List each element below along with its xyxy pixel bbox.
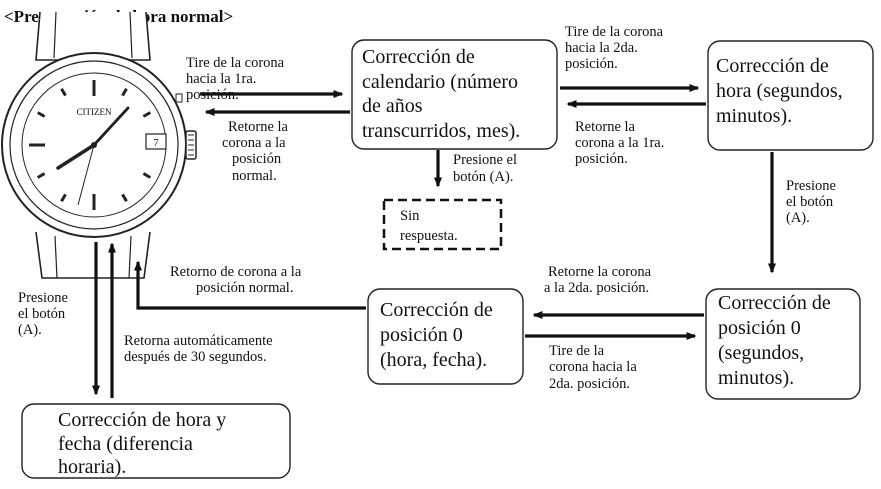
svg-text:de años: de años bbox=[362, 95, 423, 117]
svg-text:calendario (número: calendario (número bbox=[362, 71, 518, 93]
svg-text:Retorne la: Retorne la bbox=[228, 119, 289, 135]
svg-text:hora (segundos,: hora (segundos, bbox=[716, 80, 843, 102]
svg-text:normal.: normal. bbox=[232, 168, 277, 184]
watch-illustration: CITIZEN 7 bbox=[1, 11, 197, 279]
label-press-calendar: Presione el botón (A). bbox=[453, 152, 517, 185]
svg-text:Retorne la: Retorne la bbox=[575, 119, 636, 135]
svg-text:a la 2da. posición.: a la 2da. posición. bbox=[544, 280, 649, 296]
svg-text:Presione el: Presione el bbox=[453, 152, 517, 168]
svg-text:posición 0: posición 0 bbox=[718, 317, 801, 339]
label-pull-first: Tire de la corona hacia la 1ra. posición… bbox=[186, 55, 285, 103]
svg-text:fecha (diferencia: fecha (diferencia bbox=[58, 433, 193, 455]
box-zero-position-seconds: Corrección de posición 0 (segundos, minu… bbox=[705, 288, 861, 400]
label-press-time: Presione el botón (A). bbox=[786, 178, 836, 226]
svg-text:minutos).: minutos). bbox=[718, 367, 794, 389]
label-return-second: Retorne la corona a la 2da. posición. bbox=[544, 264, 652, 296]
svg-text:Sin: Sin bbox=[400, 208, 420, 224]
svg-text:posición.: posición. bbox=[186, 87, 239, 103]
svg-text:hacia la 1ra.: hacia la 1ra. bbox=[186, 71, 256, 87]
box-zero-position-hour: Corrección de posición 0 (hora, fecha). bbox=[367, 288, 524, 385]
svg-text:hacia la 2da.: hacia la 2da. bbox=[565, 40, 638, 56]
watch-brand: CITIZEN bbox=[77, 107, 112, 117]
label-press-left: Presione el botón (A). bbox=[18, 290, 68, 338]
box-calendar-correction: Corrección de calendario (número de años… bbox=[351, 39, 558, 150]
svg-text:Tire de la corona: Tire de la corona bbox=[565, 24, 664, 40]
svg-text:transcurridos, mes).: transcurridos, mes). bbox=[362, 120, 520, 142]
svg-text:el botón: el botón bbox=[18, 306, 66, 322]
svg-text:Tire de la: Tire de la bbox=[549, 343, 605, 359]
svg-text:(segundos,: (segundos, bbox=[718, 342, 804, 364]
svg-text:Retorne la corona: Retorne la corona bbox=[548, 264, 652, 280]
label-pull-second-b: Tire de la corona hacia la 2da. posición… bbox=[549, 343, 637, 392]
arrow-crown-return bbox=[134, 260, 366, 310]
svg-text:Tire de la corona: Tire de la corona bbox=[186, 55, 285, 71]
svg-text:(hora, fecha).: (hora, fecha). bbox=[380, 349, 487, 371]
svg-text:Corrección de: Corrección de bbox=[716, 55, 829, 77]
label-return-normal: Retorne la corona a la posición normal. bbox=[222, 119, 289, 184]
svg-text:respuesta.: respuesta. bbox=[400, 228, 458, 244]
svg-text:Retorna automáticamente: Retorna automáticamente bbox=[124, 333, 273, 349]
svg-text:posición.: posición. bbox=[575, 151, 628, 167]
svg-text:corona hacia la: corona hacia la bbox=[549, 359, 637, 375]
box-time-date-difference: Corrección de hora y fecha (diferencia h… bbox=[21, 403, 291, 479]
svg-text:Corrección de: Corrección de bbox=[718, 292, 831, 314]
box-time-correction: Corrección de hora (segundos, minutos). bbox=[707, 40, 874, 151]
svg-text:el botón: el botón bbox=[786, 194, 834, 210]
svg-text:posición.: posición. bbox=[565, 56, 618, 72]
svg-text:(A).: (A). bbox=[786, 210, 810, 226]
svg-text:Corrección de hora y: Corrección de hora y bbox=[58, 409, 226, 431]
box-no-response: Sin respuesta. bbox=[382, 198, 503, 251]
svg-text:botón (A).: botón (A). bbox=[453, 169, 513, 185]
label-pull-second: Tire de la corona hacia la 2da. posición… bbox=[565, 24, 664, 72]
svg-text:minutos).: minutos). bbox=[716, 105, 792, 127]
label-crown-return: Retorno de corona a la posición normal. bbox=[170, 264, 302, 296]
label-auto-return: Retorna automáticamente después de 30 se… bbox=[124, 333, 273, 365]
svg-text:2da. posición.: 2da. posición. bbox=[549, 376, 630, 392]
label-return-first: Retorne la corona a la 1ra. posición. bbox=[575, 119, 664, 167]
svg-text:Corrección de: Corrección de bbox=[362, 46, 475, 68]
svg-text:posición: posición bbox=[232, 151, 282, 167]
svg-text:(A).: (A). bbox=[18, 322, 42, 338]
svg-text:posición normal.: posición normal. bbox=[196, 280, 293, 296]
date-window bbox=[145, 133, 167, 150]
svg-text:Retorno de corona a la: Retorno de corona a la bbox=[170, 264, 302, 280]
svg-text:Presione: Presione bbox=[18, 290, 68, 306]
svg-text:posición 0: posición 0 bbox=[380, 324, 463, 346]
svg-text:Presione: Presione bbox=[786, 178, 836, 194]
svg-text:corona a la: corona a la bbox=[222, 135, 286, 151]
svg-text:Corrección de: Corrección de bbox=[380, 299, 493, 321]
svg-text:horaria).: horaria). bbox=[58, 456, 126, 478]
svg-text:después de 30 segundos.: después de 30 segundos. bbox=[124, 349, 267, 365]
watch-date: 7 bbox=[153, 137, 159, 149]
svg-text:corona a la 1ra.: corona a la 1ra. bbox=[575, 135, 664, 151]
